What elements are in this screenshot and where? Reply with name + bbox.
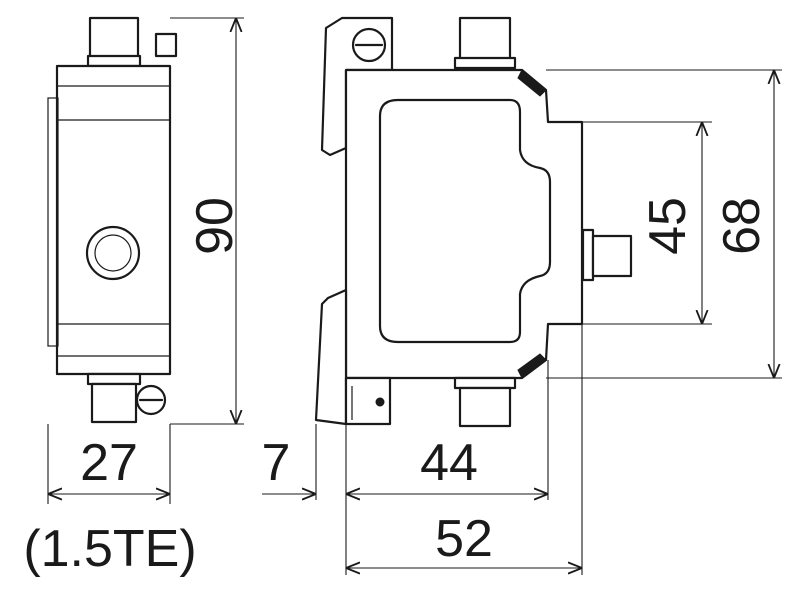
- label-68: 68: [713, 197, 771, 255]
- side-inner-panel: [378, 98, 552, 344]
- front-top-terminal: [88, 16, 140, 60]
- front-top-terminal-screw: [154, 32, 178, 58]
- label-7: 7: [262, 434, 291, 492]
- side-top-terminal: [458, 16, 512, 62]
- front-body: [55, 64, 172, 376]
- bevel-bottom: [517, 353, 547, 379]
- front-bottom-terminal: [90, 382, 138, 424]
- front-view: [47, 16, 178, 424]
- label-45: 45: [639, 197, 697, 255]
- front-top-terminal-base: [86, 54, 142, 68]
- dimension-lines: [48, 18, 774, 568]
- label-52: 52: [435, 510, 493, 568]
- side-top-terminal-base: [453, 56, 517, 70]
- bevel-top: [517, 69, 547, 97]
- side-bottom-terminal: [458, 386, 512, 428]
- side-right-terminal-base: [581, 228, 595, 282]
- din-clip-bottom: [314, 288, 348, 426]
- side-bottom-terminal-base: [453, 376, 517, 390]
- label-44: 44: [420, 434, 478, 492]
- dimension-labels: 90 27 (1.5TE) 7 44 52 45 68: [23, 197, 771, 578]
- front-indicator-window: [94, 234, 132, 272]
- front-side-rib: [47, 97, 59, 347]
- front-bottom-terminal-base: [86, 372, 142, 386]
- side-view: [314, 16, 633, 428]
- label-27: 27: [80, 434, 138, 492]
- label-1-5te: (1.5TE): [23, 520, 196, 578]
- label-90: 90: [186, 197, 244, 255]
- side-right-terminal: [591, 234, 633, 278]
